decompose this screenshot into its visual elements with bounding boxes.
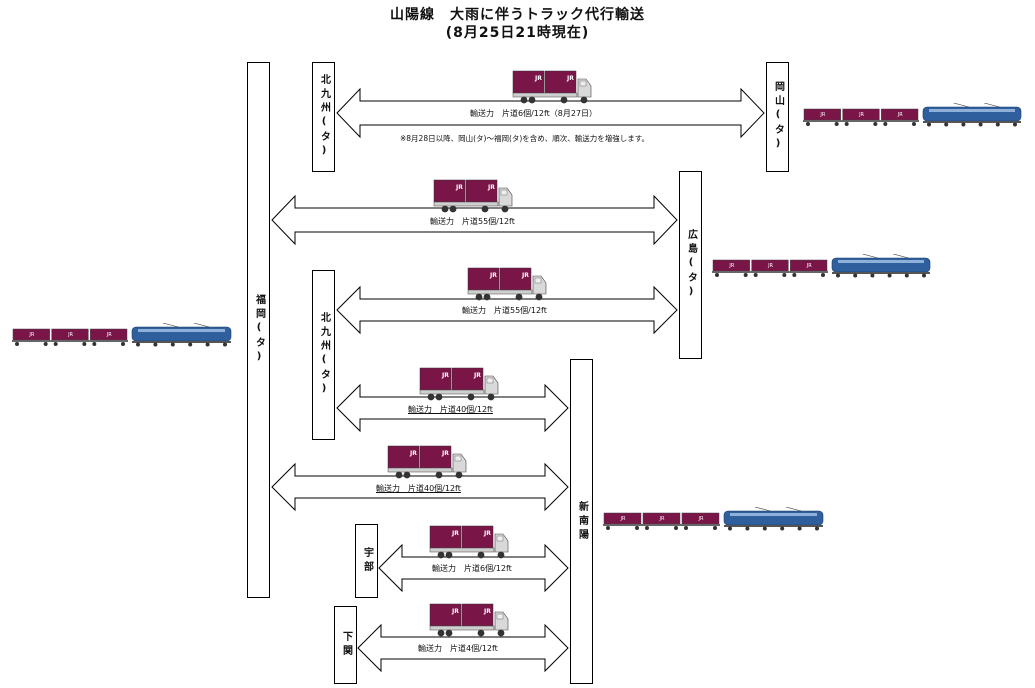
svg-text:JR: JR (819, 112, 825, 118)
freight-train-icon: JR JR JR (12, 322, 235, 347)
station-shimonoseki-label: 下関 (340, 631, 352, 659)
double-arrow-icon (336, 383, 569, 433)
svg-text:JR: JR (620, 516, 626, 522)
svg-text:JR: JR (483, 608, 491, 615)
page-title: 山陽線 大雨に伴うトラック代行輸送 (390, 7, 645, 23)
container-truck-icon: JR JR (387, 444, 467, 480)
double-arrow-icon (336, 285, 678, 335)
station-kitakyushu-mid-label: 北九州(タ) (318, 312, 330, 398)
station-kitakyushu-mid: 北九州(タ) (312, 270, 335, 440)
freight-train-icon: JR JR JR (603, 506, 827, 531)
svg-text:JR: JR (483, 530, 491, 537)
svg-text:JR: JR (521, 272, 529, 279)
double-arrow-icon (271, 462, 569, 512)
station-kitakyushu-top: 北九州(タ) (312, 62, 335, 172)
svg-text:JR: JR (106, 332, 112, 338)
double-arrow-icon (271, 194, 678, 246)
station-fukuoka: 福岡(タ) (247, 62, 270, 598)
route-caption: 輸送力 片道4個/12ft (418, 644, 498, 653)
station-shinnanyo-label: 新南陽 (576, 500, 588, 543)
station-okayama: 岡山(タ) (766, 62, 789, 172)
container-truck-icon: JR JR (467, 266, 547, 302)
svg-text:JR: JR (566, 75, 574, 82)
station-ube-label: 宇部 (361, 547, 373, 575)
station-okayama-label: 岡山(タ) (772, 81, 784, 153)
container-truck-icon: JR JR (429, 602, 509, 638)
double-arrow-icon (357, 623, 569, 673)
svg-text:JR: JR (441, 450, 449, 457)
route-caption: 輸送力 片道55個/12ft (462, 306, 547, 315)
container-truck-icon: JR JR (419, 366, 499, 402)
freight-train-icon: JR JR JR (712, 253, 934, 278)
route-caption: 輸送力 片道6個/12ft（8月27日） (470, 109, 598, 118)
route-caption: 輸送力 片道6個/12ft (432, 564, 512, 573)
container-truck-icon: JR JR (512, 69, 592, 105)
svg-text:JR: JR (698, 516, 704, 522)
svg-text:JR: JR (451, 608, 459, 615)
station-ube: 宇部 (355, 524, 378, 598)
svg-text:JR: JR (728, 263, 734, 269)
station-kitakyushu-top-label: 北九州(タ) (318, 74, 330, 160)
route-note: ※8月28日以降、岡山(タ)～福岡(タ)を含め、順次、輸送力を増強します。 (400, 134, 650, 143)
route-caption: 輸送力 片道40個/12ft (376, 484, 461, 493)
svg-text:JR: JR (767, 263, 773, 269)
freight-train-icon: JR JR JR (803, 102, 1025, 127)
station-shimonoseki: 下関 (334, 606, 357, 684)
svg-text:JR: JR (473, 372, 481, 379)
route-caption: 輸送力 片道55個/12ft (430, 217, 515, 226)
svg-text:JR: JR (659, 516, 665, 522)
svg-text:JR: JR (534, 75, 542, 82)
double-arrow-icon (378, 543, 569, 593)
svg-text:JR: JR (455, 184, 463, 191)
svg-text:JR: JR (67, 332, 73, 338)
double-arrow-icon (336, 87, 765, 139)
station-shinnanyo: 新南陽 (570, 359, 593, 684)
svg-text:JR: JR (28, 332, 34, 338)
station-fukuoka-label: 福岡(タ) (253, 294, 265, 366)
route-caption: 輸送力 片道40個/12ft (408, 405, 493, 414)
svg-text:JR: JR (897, 112, 903, 118)
svg-text:JR: JR (451, 530, 459, 537)
svg-text:JR: JR (858, 112, 864, 118)
page-subtitle: (8月25日21時現在) (445, 25, 590, 41)
svg-text:JR: JR (409, 450, 417, 457)
station-hiroshima: 広島(タ) (679, 171, 702, 359)
container-truck-icon: JR JR (429, 524, 509, 560)
svg-text:JR: JR (487, 184, 495, 191)
container-truck-icon: JR JR (433, 178, 513, 214)
svg-text:JR: JR (489, 272, 497, 279)
station-hiroshima-label: 広島(タ) (685, 229, 697, 301)
svg-text:JR: JR (806, 263, 812, 269)
svg-text:JR: JR (441, 372, 449, 379)
